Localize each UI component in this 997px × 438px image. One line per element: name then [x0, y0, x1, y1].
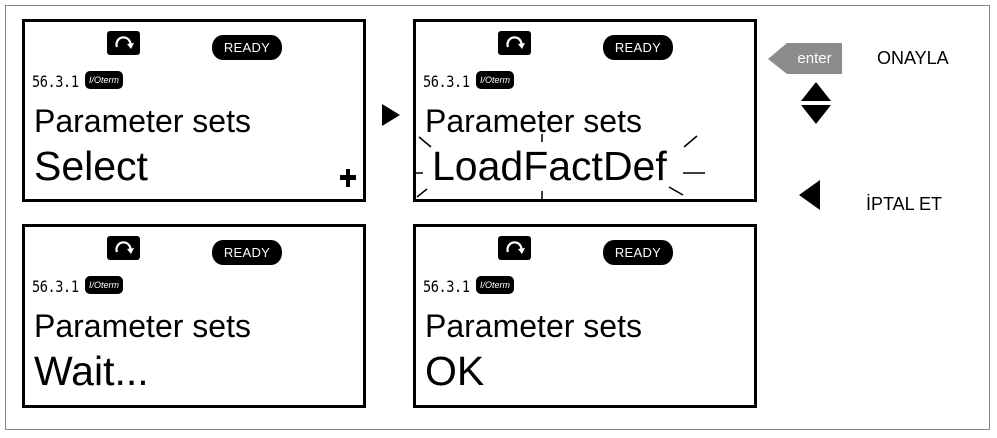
value-label: LoadFactDef	[432, 143, 667, 189]
left-arrow-icon	[799, 180, 820, 210]
plus-icon	[340, 169, 356, 187]
rotation-icon	[107, 236, 140, 260]
io-term-badge: I/Oterm	[85, 71, 123, 89]
blink-indicator	[413, 134, 705, 200]
ready-badge: READY	[212, 240, 282, 265]
display-panel-select: READY 56.3.1 I/Oterm Parameter sets Sele…	[22, 19, 366, 202]
parameter-sets-label: Parameter sets	[425, 103, 642, 139]
value-label: Wait...	[34, 348, 149, 394]
rotation-icon	[498, 31, 531, 55]
display-panel-loadfactdef: READY 56.3.1 I/Oterm Parameter sets Load…	[413, 19, 757, 202]
rotation-icon	[498, 236, 531, 260]
ready-badge: READY	[212, 35, 282, 60]
value-label: OK	[425, 348, 485, 394]
right-arrow-icon	[382, 104, 400, 126]
display-panel-ok: READY 56.3.1 I/Oterm Parameter sets OK	[413, 224, 757, 408]
parameter-sets-label: Parameter sets	[34, 308, 251, 344]
menu-code: 56.3.1	[32, 72, 79, 91]
parameter-sets-label: Parameter sets	[425, 308, 642, 344]
ready-badge: READY	[603, 35, 673, 60]
rotation-icon	[107, 31, 140, 55]
enter-key-icon	[768, 43, 842, 74]
cancel-label: İPTAL ET	[866, 194, 943, 214]
display-panel-wait: READY 56.3.1 I/Oterm Parameter sets Wait…	[22, 224, 366, 408]
menu-code: 56.3.1	[423, 277, 470, 296]
figure-frame	[5, 5, 990, 430]
parameter-sets-label: Parameter sets	[34, 103, 251, 139]
up-down-arrows-icon	[801, 82, 831, 124]
io-term-badge: I/Oterm	[476, 276, 514, 294]
confirm-label: ONAYLA	[877, 48, 949, 68]
io-term-badge: I/Oterm	[85, 276, 123, 294]
enter-key-label: enter	[797, 50, 832, 67]
io-term-badge: I/Oterm	[476, 71, 514, 89]
ready-badge: READY	[603, 240, 673, 265]
value-label: Select	[34, 143, 148, 189]
menu-code: 56.3.1	[423, 72, 470, 91]
menu-code: 56.3.1	[32, 277, 79, 296]
